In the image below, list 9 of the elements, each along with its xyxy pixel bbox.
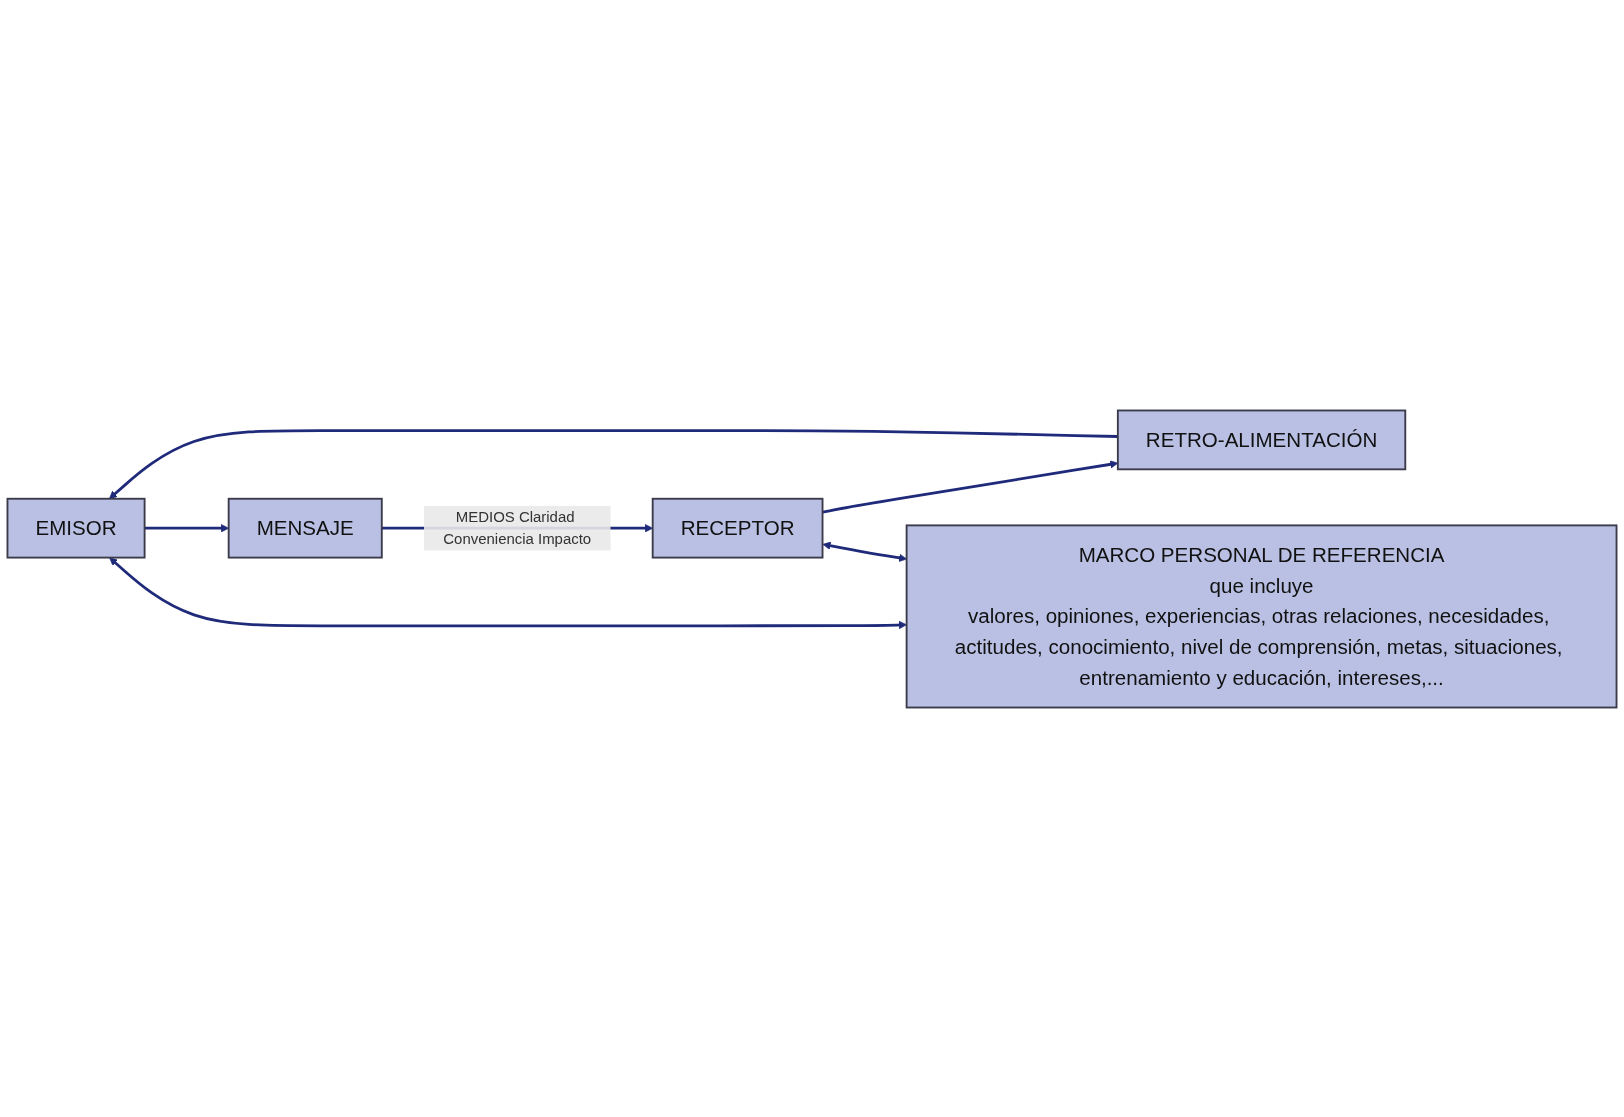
arrow <box>109 428 1118 499</box>
arrow <box>822 541 907 562</box>
node-box: RECEPTOR <box>651 497 824 559</box>
edge-label: MEDIOS Claridad Conveniencia Impacto <box>443 508 592 547</box>
node-box: MARCO PERSONAL DE REFERENCIA que incluye valores, opiniones, experiencias, otras relaciones, necesidades, actitudes, conocimiento, nivel de comprensión, metas, situaciones, entrenamiento y educación, intereses,... <box>905 523 1618 708</box>
node-box: EMISOR <box>6 497 146 559</box>
arrow <box>109 556 907 629</box>
node-box: RETRO-ALIMENTACIÓN <box>1116 409 1407 470</box>
node-box: MENSAJE <box>227 497 383 559</box>
